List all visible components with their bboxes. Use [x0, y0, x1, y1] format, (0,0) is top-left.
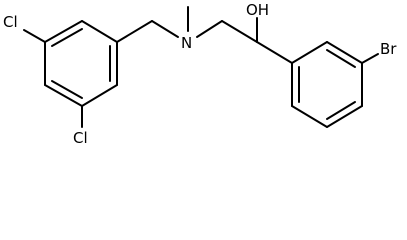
chlorine-atom-label: Cl	[73, 129, 88, 147]
hydroxyl-group-label: OH	[246, 1, 269, 19]
bond	[23, 29, 46, 43]
bond	[116, 20, 153, 43]
bond	[221, 20, 258, 43]
bond	[326, 49, 356, 68]
bond	[326, 101, 356, 120]
bond	[51, 28, 83, 47]
bond	[291, 105, 328, 128]
chlorine-atom-label: Cl	[3, 13, 18, 31]
bond	[44, 20, 83, 43]
bond	[256, 41, 293, 64]
bond	[81, 20, 118, 43]
bond	[196, 20, 223, 38]
bond	[81, 84, 118, 107]
bond	[326, 41, 363, 64]
bromine-atom-label: Br	[380, 40, 397, 58]
bond-lines	[23, 6, 379, 128]
bond	[151, 20, 179, 38]
bond	[361, 53, 379, 64]
bond	[291, 41, 328, 64]
bond	[326, 105, 363, 128]
atom-labels: Cl Cl N OH Br	[3, 1, 397, 147]
bond	[44, 84, 83, 107]
bond	[51, 80, 83, 99]
nitrogen-atom-label: N	[181, 34, 192, 52]
chemical-structure-diagram: Cl Cl N OH Br	[3, 1, 397, 147]
